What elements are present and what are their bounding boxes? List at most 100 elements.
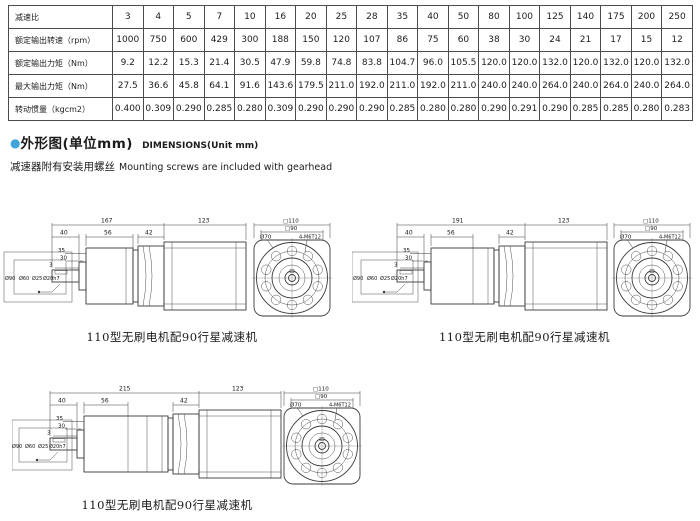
spec-cell: 105.5 xyxy=(447,51,480,75)
shaft-circle xyxy=(314,438,330,454)
spec-cell: 0.290 xyxy=(539,97,571,121)
dim-label-square: □110 xyxy=(313,387,329,393)
shaft-circle xyxy=(284,270,300,286)
spec-cell: 50 xyxy=(447,5,480,29)
spec-cell: 35 xyxy=(386,5,419,29)
spec-cell: 80 xyxy=(478,5,510,29)
spec-cell: 0.280 xyxy=(630,97,663,121)
dim-label-30: 30 xyxy=(60,256,67,262)
hub-circle xyxy=(278,264,306,292)
dim-label-30: 30 xyxy=(58,424,65,430)
spec-cell: 240.0 xyxy=(630,74,663,98)
spec-cell: 211.0 xyxy=(386,74,419,98)
spec-cell: 24 xyxy=(539,28,571,52)
dim-label-inner-square: □90 xyxy=(645,226,658,232)
dim-label-shaft: 40 xyxy=(58,398,66,405)
spec-cell: 264.0 xyxy=(600,74,632,98)
spec-cell: 30 xyxy=(508,28,541,52)
section-title-zh: 外形图(单位mm) xyxy=(20,136,133,152)
spec-cell: 120.0 xyxy=(478,51,510,75)
dim-label-total: 167 xyxy=(101,218,113,225)
center-hole xyxy=(318,442,326,450)
spec-cell: 91.6 xyxy=(234,74,266,98)
spec-cell: 240.0 xyxy=(569,74,602,98)
spec-cell: 132.0 xyxy=(539,51,571,75)
dimension-lines xyxy=(49,391,282,437)
spec-cell: 0.283 xyxy=(661,97,693,121)
spec-cell: 0.285 xyxy=(386,97,419,121)
spec-cell: 125 xyxy=(539,5,571,29)
spec-cell: 0.309 xyxy=(142,97,175,121)
spec-cell: 132.0 xyxy=(600,51,632,75)
dim-label-motor: 123 xyxy=(198,218,210,225)
dim-label-gearhead: 56 xyxy=(447,230,455,237)
dim-label-3: 3 xyxy=(47,431,51,437)
pilot-circle xyxy=(631,257,673,299)
bolt-circle xyxy=(624,250,680,306)
dim-label-pilot: Ø70 xyxy=(260,234,272,241)
spec-cell: 188 xyxy=(264,28,297,52)
spec-cell: 75 xyxy=(417,28,449,52)
spec-cell: 200 xyxy=(630,5,663,29)
shaft-dia-label: Ø20h7 xyxy=(43,275,60,282)
label-box-inner xyxy=(13,259,67,295)
front-view: □110 □90 Ø70 4-M6T12 xyxy=(612,219,692,318)
spec-cell: 0.285 xyxy=(569,97,602,121)
dim-label-pilot: Ø70 xyxy=(290,402,302,409)
section-header: ●外形图(单位mm) DIMENSIONS(Unit mm) 减速器附有安装用螺… xyxy=(10,133,332,175)
gearhead-flange-plate xyxy=(493,249,500,303)
adapter-housing xyxy=(172,413,200,475)
motor-detail-lines xyxy=(525,242,607,310)
label-box-inner xyxy=(18,427,68,463)
shaft-dia-label: Ø60 xyxy=(367,275,377,282)
dim-label-shaft: 40 xyxy=(405,230,413,237)
motor-body xyxy=(198,409,282,479)
leader-dot xyxy=(382,290,386,294)
hub-circle xyxy=(308,432,336,460)
pilot-circle xyxy=(301,425,343,467)
spec-cell: 264.0 xyxy=(539,74,571,98)
bolt-holes xyxy=(621,245,683,311)
spec-row-label: 额定输出转速（rpm） xyxy=(8,28,113,52)
dimension-drawing-3: Ø90 Ø60 Ø25 Ø20h7 215 123 40 xyxy=(12,386,362,486)
dim-label-shaft: 40 xyxy=(60,230,68,237)
leader-dot xyxy=(37,290,41,294)
spec-cell: 750 xyxy=(142,28,175,52)
dim-label-holes: 4-M6T12 xyxy=(329,403,351,409)
spec-row-label: 最大输出力矩（Nm） xyxy=(8,74,113,98)
motor-detail-lines xyxy=(199,410,281,478)
spec-cell: 0.400 xyxy=(112,97,144,121)
spec-cell: 132.0 xyxy=(661,51,693,75)
spec-row-label: 转动惯量（kgcm2） xyxy=(8,97,113,121)
dim-label-square: □110 xyxy=(283,219,299,225)
section-title-en: DIMENSIONS(Unit mm) xyxy=(142,141,259,151)
centerlines xyxy=(282,406,362,486)
label-box-outer xyxy=(352,251,419,303)
spec-cell: 83.8 xyxy=(356,51,388,75)
dim-label-adapter: 42 xyxy=(145,230,153,237)
spec-cell: 16 xyxy=(264,5,297,29)
dim-label-gearhead: 56 xyxy=(104,230,112,237)
dimension-lines xyxy=(51,223,247,269)
dim-label-holes: 4-M6T12 xyxy=(659,235,681,241)
dim-label-3: 3 xyxy=(394,263,398,269)
gearhead-flange-plate xyxy=(132,249,139,303)
center-hole xyxy=(648,274,656,282)
spec-cell: 17 xyxy=(600,28,632,52)
drawing-caption-2: 110型无刷电机配90行星减速机 xyxy=(438,330,611,344)
shaft-dia-label: Ø25 xyxy=(38,443,48,450)
spec-cell: 120.0 xyxy=(630,51,663,75)
bolt-circle xyxy=(264,250,320,306)
spec-cell: 3 xyxy=(112,5,144,29)
spec-cell: 60 xyxy=(447,28,480,52)
dim-label-total: 215 xyxy=(119,386,131,393)
side-view: Ø90 Ø60 Ø25 Ø20h7 167 123 40 xyxy=(3,218,247,311)
shaft-dia-label: Ø20h7 xyxy=(49,443,66,450)
spec-cell: 211.0 xyxy=(325,74,358,98)
center-hole xyxy=(288,274,296,282)
dimension-lines xyxy=(396,223,608,269)
spec-cell: 120.0 xyxy=(508,51,541,75)
